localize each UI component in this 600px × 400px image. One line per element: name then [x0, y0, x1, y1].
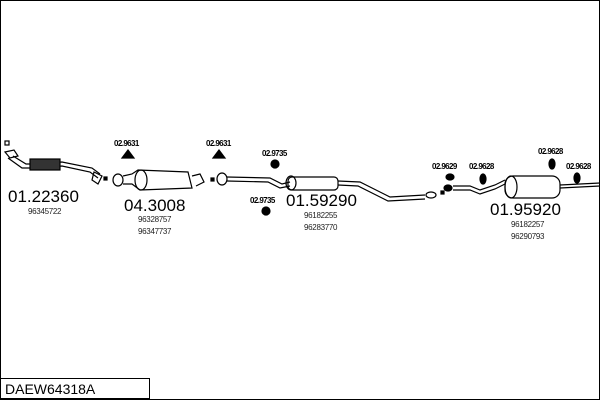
clip-label: 02.9735	[250, 196, 275, 205]
clip-label: 02.9628	[566, 162, 591, 171]
catalyst-drawing	[112, 149, 227, 191]
oem-number: 96347737	[138, 227, 172, 236]
kit-code-box: DAEW64318A	[0, 378, 150, 399]
clip-label: 02.9628	[538, 147, 563, 156]
clip-label: 02.9631	[206, 139, 231, 148]
part-number: 01.59290	[286, 191, 357, 210]
oem-number: 96182257	[511, 220, 545, 229]
clip-label: 02.9628	[469, 162, 494, 171]
part-number: 01.95920	[490, 200, 561, 219]
front-pipe-drawing	[3, 140, 108, 185]
part-number: 04.3008	[124, 196, 186, 215]
oem-number: 96345722	[28, 207, 62, 216]
oem-number: 96283770	[304, 223, 338, 232]
kit-code: DAEW64318A	[5, 381, 96, 397]
oem-number: 96182255	[304, 211, 338, 220]
middle-silencer-drawing	[216, 159, 445, 216]
part-number: 01.22360	[8, 187, 79, 206]
clip-label: 02.9735	[262, 149, 287, 158]
clip-label: 02.9631	[114, 139, 139, 148]
oem-number: 96290793	[511, 232, 545, 241]
clip-label: 02.9629	[432, 162, 457, 171]
oem-number: 96328757	[138, 215, 172, 224]
rear-silencer-drawing	[443, 158, 600, 199]
